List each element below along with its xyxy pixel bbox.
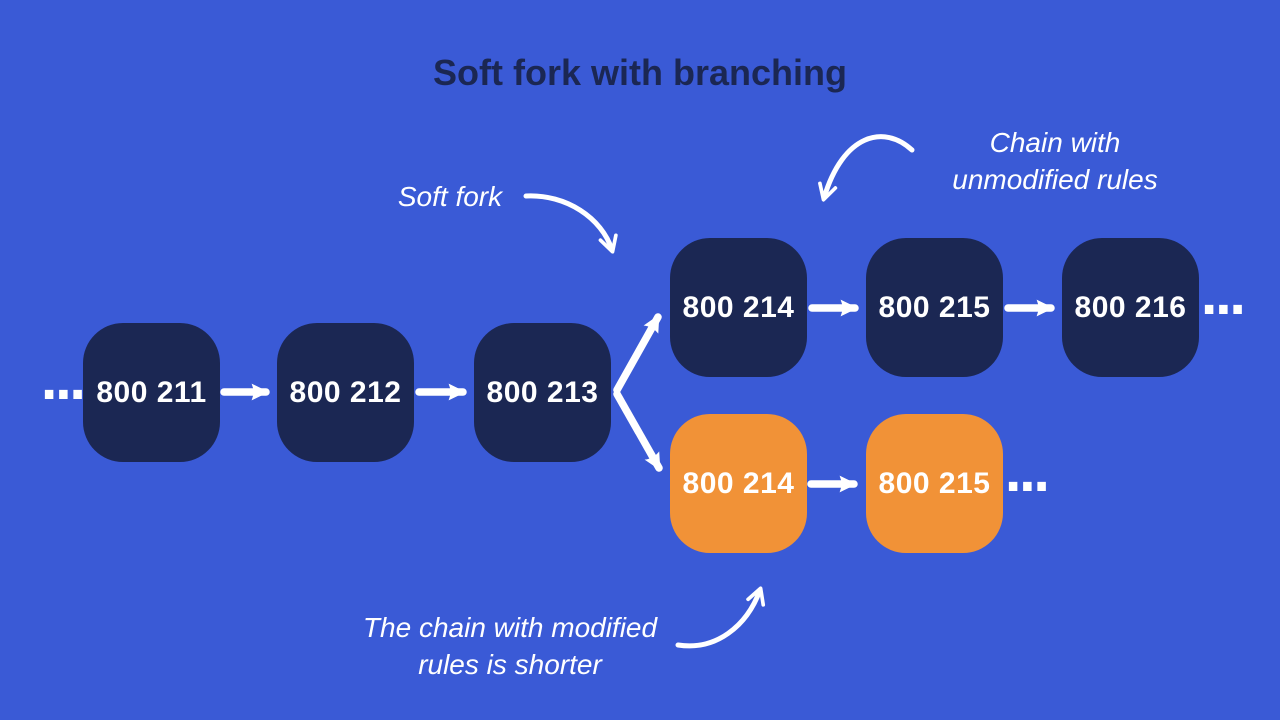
block-800214-modified: 800 214 [670,414,807,553]
diagram-title: Soft fork with branching [433,52,847,93]
annotation-modified-line2: rules is shorter [418,649,602,680]
curved-arrow-unmodified-rules [818,134,915,202]
block-800212: 800 212 [277,323,414,462]
annotation-modified-line1: The chain with modified [362,612,658,643]
arrow-fork-up [613,313,662,394]
block-800216-unmodified: 800 216 [1062,238,1199,377]
ellipsis-modified-chain: ... [1004,447,1051,503]
arrow-fork-down [613,390,663,472]
annotation-unmodified-rules: Chain with unmodified rules [920,124,1190,198]
annotation-unmodified-line1: Chain with [989,127,1121,158]
block-800215-modified: 800 215 [866,414,1003,553]
curved-arrow-modified-rules [675,586,766,649]
ellipsis-main-chain: ... [40,355,87,411]
annotation-soft-fork: Soft fork [385,178,515,215]
annotation-soft-fork-text: Soft fork [397,181,503,212]
annotation-unmodified-line2: unmodified rules [952,164,1158,195]
block-800215-unmodified: 800 215 [866,238,1003,377]
annotation-modified-rules: The chain with modified rules is shorter [345,609,675,683]
block-800213: 800 213 [474,323,611,462]
ellipsis-unmodified-chain: ... [1200,270,1247,326]
block-800211: 800 211 [83,323,220,462]
curved-arrow-soft-fork [523,193,618,254]
block-800214-unmodified: 800 214 [670,238,807,377]
